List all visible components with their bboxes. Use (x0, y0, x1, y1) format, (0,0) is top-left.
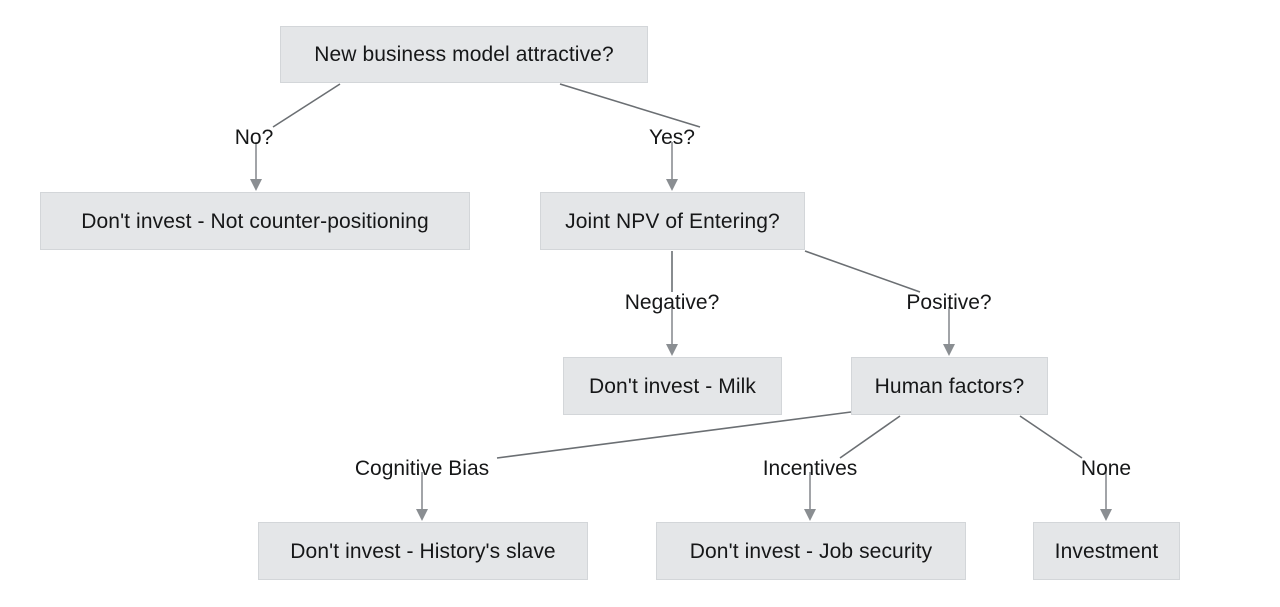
arrow-cognitive-bias (416, 472, 428, 521)
edge-human-factors-to-cognitive-bias (496, 411, 852, 459)
node-new-business-model-attractive[interactable]: New business model attractive? (280, 26, 648, 83)
edge-label-none: None (1080, 457, 1132, 480)
arrow-incentives (804, 472, 816, 521)
node-investment[interactable]: Investment (1033, 522, 1180, 580)
edge-label-incentives: Incentives (762, 457, 858, 480)
edge-human-factors-to-none (1019, 415, 1083, 459)
edge-label-cognitive-bias: Cognitive Bias (354, 457, 490, 480)
edge-human-factors-to-incentives (839, 415, 901, 459)
node-human-factors[interactable]: Human factors? (851, 357, 1048, 415)
edge-label-positive: Positive? (906, 291, 992, 314)
node-dont-invest-job-security[interactable]: Don't invest - Job security (656, 522, 966, 580)
arrow-negative (666, 307, 678, 356)
node-dont-invest-milk[interactable]: Don't invest - Milk (563, 357, 782, 415)
edge-label-yes: Yes? (649, 126, 695, 149)
edge-npv-to-positive (804, 250, 921, 293)
edge-lines-group (272, 83, 1083, 459)
node-dont-invest-historys-slave[interactable]: Don't invest - History's slave (258, 522, 588, 580)
arrow-no (250, 142, 262, 191)
node-dont-invest-not-counter-positioning[interactable]: Don't invest - Not counter-positioning (40, 192, 470, 250)
edge-label-no: No? (234, 126, 274, 149)
edge-label-negative: Negative? (624, 291, 720, 314)
arrow-none (1100, 472, 1112, 521)
arrow-group (250, 142, 1112, 521)
arrow-positive (943, 307, 955, 356)
edge-root-to-yes (559, 83, 701, 128)
arrow-yes (666, 142, 678, 191)
edge-root-to-no (272, 83, 341, 128)
node-joint-npv-of-entering[interactable]: Joint NPV of Entering? (540, 192, 805, 250)
